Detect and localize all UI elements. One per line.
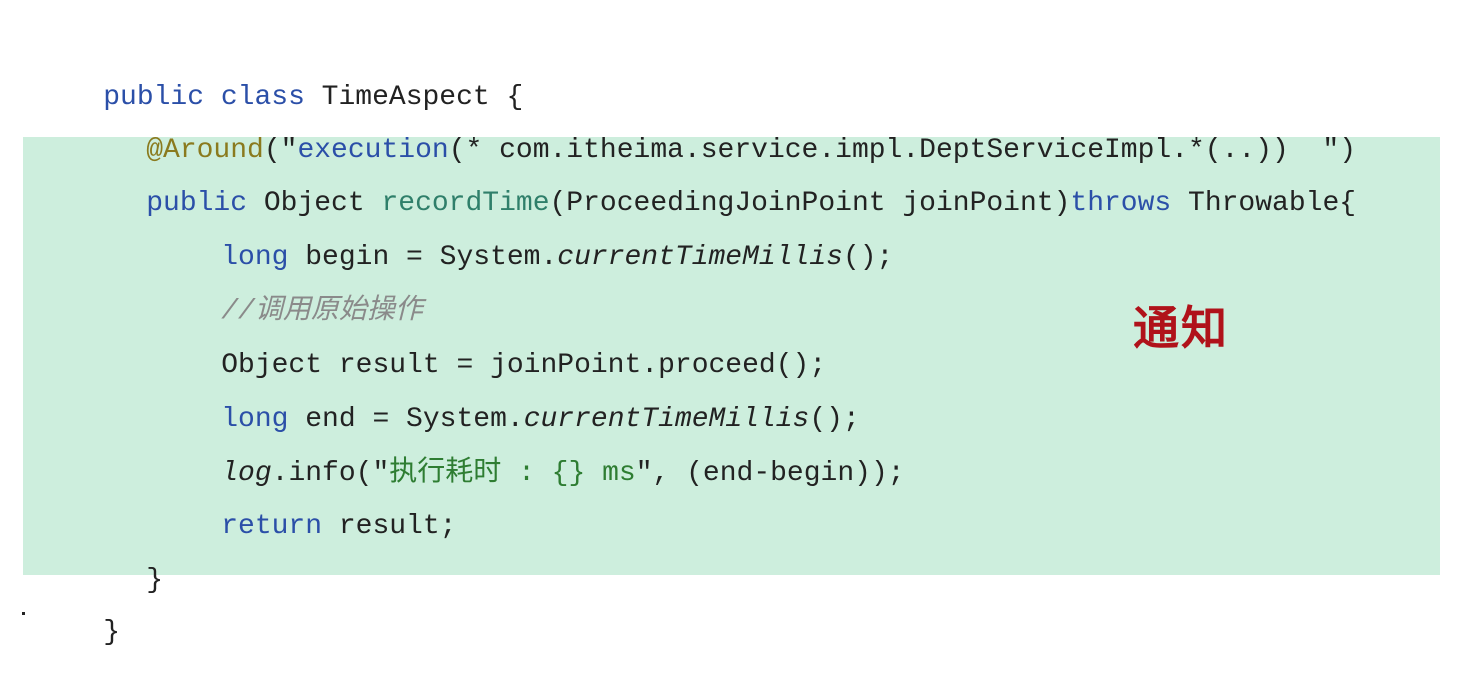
code-token: end = System. xyxy=(288,404,524,435)
keyword-throws: throws xyxy=(1070,188,1172,219)
code-line-around-annotation: @Around("execution(* com.itheima.service… xyxy=(79,91,1356,166)
keyword-execution: execution xyxy=(297,135,449,166)
keyword-public: public xyxy=(146,188,248,219)
keyword-public: public xyxy=(103,82,205,113)
stray-dot xyxy=(22,612,25,615)
closing-brace: } xyxy=(103,617,121,648)
code-line-method-close: } xyxy=(79,521,163,596)
code-token: begin = System. xyxy=(288,242,558,273)
pointcut-expression: (* com.itheima.service.impl.DeptServiceI… xyxy=(448,135,1357,166)
method-parameters: (ProceedingJoinPoint joinPoint) xyxy=(549,188,1071,219)
string-literal: 执行耗时 : {} ms xyxy=(389,458,636,489)
advice-callout-label: 通知 xyxy=(1133,301,1229,355)
keyword-class: class xyxy=(220,82,305,113)
code-token: (" xyxy=(263,135,298,166)
keyword-return: return xyxy=(221,511,323,542)
code-comment: //调用原始操作 xyxy=(221,296,423,327)
code-line-begin-time: long begin = System.currentTimeMillis(); xyxy=(154,198,893,273)
code-line-class-close: } xyxy=(36,573,120,648)
log-field: log xyxy=(221,458,272,489)
code-token: (); xyxy=(842,242,894,273)
code-line-proceed: Object result = joinPoint.proceed(); xyxy=(154,306,826,381)
code-token: Object result = joinPoint.proceed(); xyxy=(221,350,827,381)
code-token: Throwable{ xyxy=(1171,188,1357,219)
closing-brace: } xyxy=(146,565,164,596)
keyword-long: long xyxy=(221,242,289,273)
keyword-long: long xyxy=(221,404,289,435)
code-token: .info(" xyxy=(271,458,390,489)
code-line-log: log.info("执行耗时 : {} ms", (end-begin)); xyxy=(154,414,904,489)
code-line-return: return result; xyxy=(154,467,456,542)
code-token: (); xyxy=(809,404,860,435)
code-token: result; xyxy=(322,511,457,542)
static-method-call: currentTimeMillis xyxy=(523,404,810,435)
code-view: public class TimeAspect { @Around("execu… xyxy=(22,38,1440,648)
class-name: TimeAspect { xyxy=(304,82,524,113)
static-method-call: currentTimeMillis xyxy=(557,242,843,273)
code-line-class-declaration: public class TimeAspect { xyxy=(36,38,523,113)
code-token: ", (end-begin)); xyxy=(635,458,905,489)
annotation-around: @Around xyxy=(146,135,264,166)
code-token: Object xyxy=(247,188,382,219)
advice-highlight-block xyxy=(23,137,1440,575)
code-line-method-signature: public Object recordTime(ProceedingJoinP… xyxy=(79,144,1356,219)
method-name: recordTime xyxy=(381,188,550,219)
code-line-comment: //调用原始操作 xyxy=(154,252,423,327)
code-line-end-time: long end = System.currentTimeMillis(); xyxy=(154,360,860,435)
